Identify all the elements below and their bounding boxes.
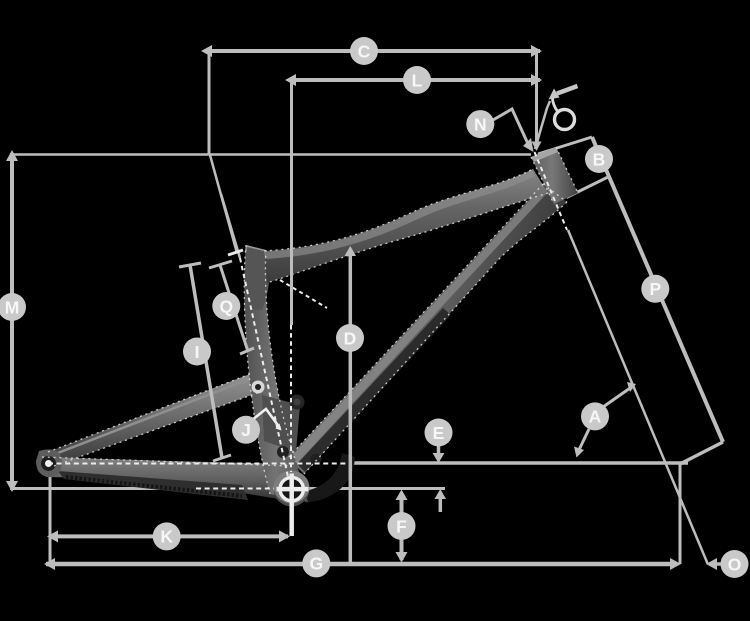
svg-text:I: I: [195, 342, 200, 362]
svg-text:F: F: [396, 516, 407, 536]
svg-text:C: C: [358, 41, 371, 61]
svg-text:E: E: [433, 423, 445, 443]
svg-text:B: B: [593, 149, 606, 169]
svg-text:O: O: [728, 554, 742, 574]
svg-text:K: K: [160, 527, 173, 547]
svg-text:D: D: [344, 328, 357, 348]
svg-text:P: P: [649, 279, 661, 299]
svg-text:N: N: [474, 114, 487, 134]
svg-text:G: G: [309, 554, 323, 574]
svg-text:Q: Q: [219, 296, 233, 316]
svg-text:M: M: [5, 297, 20, 317]
svg-text:J: J: [241, 420, 251, 440]
svg-text:A: A: [589, 407, 602, 427]
svg-text:L: L: [412, 70, 423, 90]
